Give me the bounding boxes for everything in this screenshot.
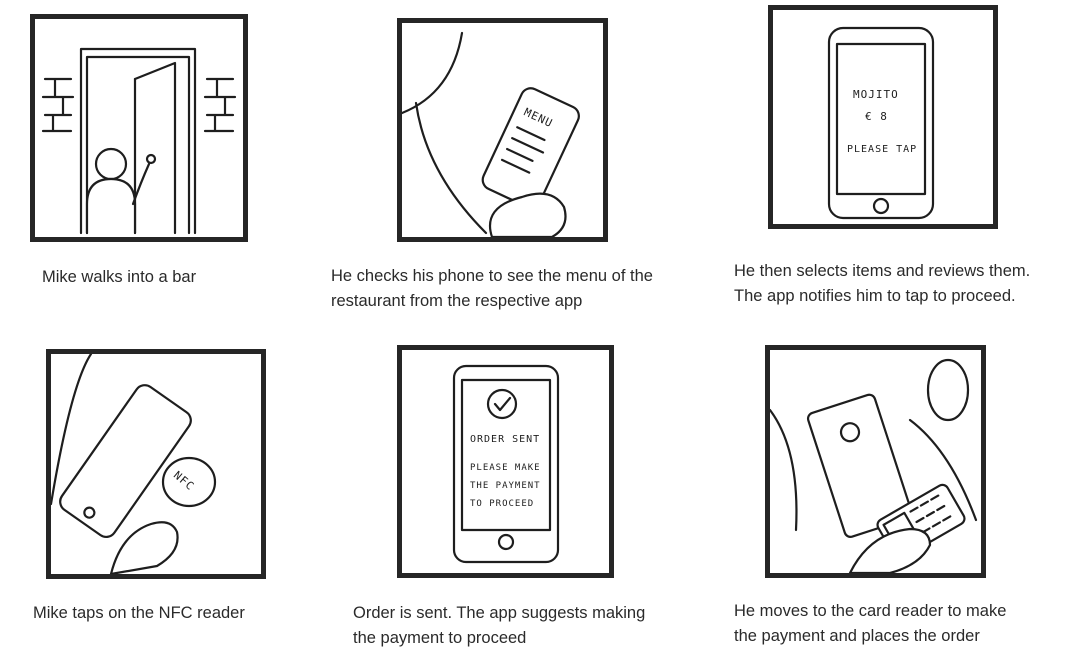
person-right-body	[908, 418, 978, 522]
menu-phone-sketch: MENU	[402, 31, 580, 237]
nfc-tag-icon: NFC	[161, 456, 217, 508]
panel-4-caption: Mike taps on the NFC reader	[33, 604, 245, 622]
hand-outline	[488, 192, 567, 237]
person-right-head	[926, 358, 970, 422]
brick-wall-left	[41, 77, 75, 133]
nfc-tap-sketch: NFC	[51, 354, 217, 574]
phone-icon	[59, 384, 192, 539]
item-price: € 8	[865, 110, 888, 123]
storyboard-panel-2: MENU	[397, 18, 608, 242]
payment-prompt-line-3: TO PROCEED	[470, 499, 534, 509]
panel-1-caption: Mike walks into a bar	[42, 268, 197, 286]
phone-icon	[452, 364, 560, 564]
door-scene-sketch	[41, 47, 237, 235]
storyboard-panel-6	[765, 345, 986, 578]
hand-outline	[848, 527, 932, 573]
home-button-icon	[497, 533, 515, 551]
phone-icon	[827, 26, 935, 220]
panel-5-caption: Order is sent. The app suggests making t…	[353, 604, 646, 647]
card-reader-sketch	[770, 358, 978, 573]
panel-6-caption: He moves to the card reader to make the …	[734, 602, 1007, 645]
person-outline	[51, 354, 93, 506]
person-icon	[85, 147, 157, 235]
checkmark-icon	[486, 388, 518, 420]
person-left-outline	[770, 408, 798, 532]
brick-wall-right	[203, 77, 237, 133]
panel-3-caption: He then selects items and reviews them. …	[734, 262, 1031, 305]
panel-2-caption: He checks his phone to see the menu of t…	[331, 267, 653, 310]
hand-outline	[109, 521, 179, 574]
storyboard-panel-4: NFC	[46, 349, 266, 579]
tap-prompt: PLEASE TAP	[847, 144, 917, 155]
phone-icon: MENU	[481, 87, 580, 209]
payment-prompt-line-2: THE PAYMENT	[470, 481, 541, 491]
mojito-phone-sketch: MOJITO € 8 PLEASE TAP	[827, 26, 935, 220]
order-sent-phone-sketch: ORDER SENT PLEASE MAKE THE PAYMENT TO PR…	[452, 364, 560, 564]
storyboard-panel-1	[30, 14, 248, 242]
storyboard-panel-5: ORDER SENT PLEASE MAKE THE PAYMENT TO PR…	[397, 345, 614, 578]
person-head-outline	[402, 31, 464, 115]
order-sent-label: ORDER SENT	[470, 434, 540, 445]
storyboard-panel-3: MOJITO € 8 PLEASE TAP	[768, 5, 998, 229]
payment-prompt-line-1: PLEASE MAKE	[470, 463, 541, 473]
item-name: MOJITO	[853, 88, 899, 101]
person-body-outline	[414, 101, 488, 235]
home-button-icon	[872, 197, 890, 215]
